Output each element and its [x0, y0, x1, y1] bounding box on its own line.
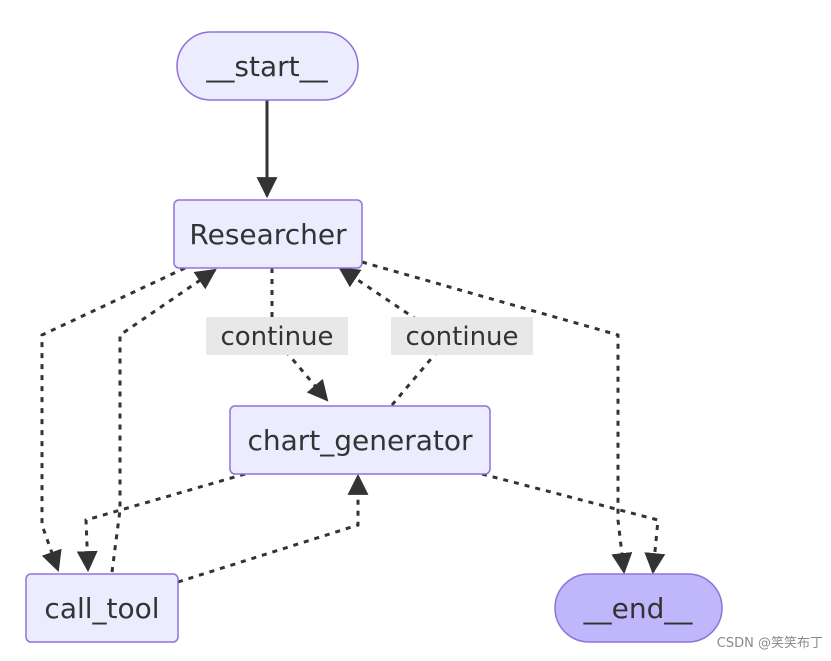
edge-chart-generator-to-end: [481, 472, 666, 575]
edge-researcher-to-end: [361, 260, 633, 575]
edge-call-tool-to-researcher: [110, 268, 217, 573]
node-start-label: __start__: [205, 50, 328, 83]
edge-chart-generator-to-call-tool: [76, 472, 246, 573]
node-chart-generator-label: chart_generator: [247, 424, 473, 457]
node-start[interactable]: __start__: [176, 31, 359, 101]
edges: [40, 100, 666, 584]
node-researcher[interactable]: Researcher: [173, 199, 363, 269]
node-researcher-label: Researcher: [189, 218, 347, 251]
edge-label-text: continue: [405, 322, 518, 352]
node-chart-generator[interactable]: chart_generator: [229, 405, 491, 475]
node-call-tool[interactable]: call_tool: [25, 573, 179, 643]
edge-label-text: continue: [220, 322, 333, 352]
edge-call-tool-to-chart-generator: [177, 473, 369, 584]
watermark: CSDN @笑笑布丁: [716, 636, 823, 651]
node-call-tool-label: call_tool: [44, 592, 159, 625]
node-end[interactable]: __end__: [554, 573, 723, 643]
edge-researcher-to-call-tool: [40, 266, 186, 572]
edge-label-researcher-to-chart: continue: [206, 317, 348, 355]
edge-label-chart-to-researcher: continue: [391, 317, 533, 355]
node-end-label: __end__: [583, 592, 694, 625]
